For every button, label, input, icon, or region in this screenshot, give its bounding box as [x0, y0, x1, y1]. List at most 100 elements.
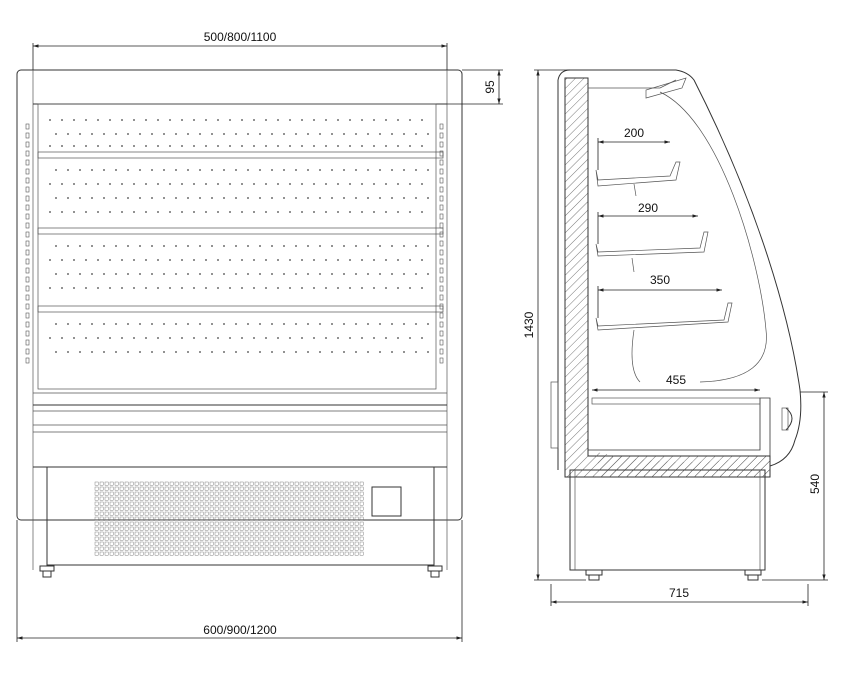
shelf-side-3 [595, 302, 733, 331]
perforation-dot [163, 169, 165, 171]
perforation-dot [379, 323, 381, 325]
vent-hole [269, 501, 274, 506]
perforation-dot [319, 245, 321, 247]
perforation-dot [91, 245, 93, 247]
vent-hole [244, 511, 249, 516]
vent-hole [169, 486, 174, 491]
perforation-dot [409, 145, 411, 147]
vent-hole [144, 516, 149, 521]
vent-hole [249, 491, 254, 496]
perforation-dot [277, 259, 279, 261]
vent-hole [334, 481, 339, 486]
perforation-dot [205, 211, 207, 213]
perforation-dot [235, 133, 237, 135]
vent-hole [149, 496, 154, 501]
perforation-dot [427, 133, 429, 135]
vent-hole [264, 501, 269, 506]
vent-hole [324, 486, 329, 491]
perforation-dot [295, 323, 297, 325]
vent-hole [219, 526, 224, 531]
vent-hole [314, 526, 319, 531]
vent-hole [134, 506, 139, 511]
foot [585, 569, 603, 576]
perforation-dot [343, 133, 345, 135]
perforation-dot [175, 323, 177, 325]
vent-hole [329, 501, 334, 506]
vent-hole [99, 541, 104, 546]
vent-hole [309, 511, 314, 516]
vent-hole [244, 516, 249, 521]
perforation-dot [247, 351, 249, 353]
vent-hole [344, 521, 349, 526]
perforation-dot [325, 337, 327, 339]
vent-hole [304, 546, 309, 551]
perforation-dot [253, 259, 255, 261]
vent-hole [254, 521, 259, 526]
vent-hole [249, 531, 254, 536]
upright-slot [439, 258, 444, 265]
perforation-dot [85, 211, 87, 213]
perforation-dot [193, 145, 195, 147]
vent-hole [139, 526, 144, 531]
perforation-dot [217, 287, 219, 289]
vent-hole [139, 551, 144, 556]
upright-slot [439, 312, 444, 319]
vent-hole [159, 526, 164, 531]
perforation-dot [403, 273, 405, 275]
vent-hole [319, 511, 324, 516]
perforation-dot [157, 337, 159, 339]
vent-hole [334, 536, 339, 541]
perforation-dot [199, 197, 201, 199]
vent-hole [219, 496, 224, 501]
vent-hole [264, 551, 269, 556]
vent-hole [189, 541, 194, 546]
perforation-dot [409, 211, 411, 213]
perforation-dot [211, 351, 213, 353]
vent-hole [309, 551, 314, 556]
vent-hole [149, 551, 154, 556]
perforation-dot [367, 169, 369, 171]
perforation-dot [61, 145, 63, 147]
vent-hole [214, 486, 219, 491]
vent-hole [284, 496, 289, 501]
vent-hole [124, 536, 129, 541]
display-area [37, 103, 437, 390]
vent-hole [284, 531, 289, 536]
vent-hole [104, 521, 109, 526]
perforation-dot [223, 197, 225, 199]
vent-hole [239, 496, 244, 501]
perforation-dot [289, 259, 291, 261]
vent-hole [279, 486, 284, 491]
vent-hole [244, 481, 249, 486]
vent-hole [174, 546, 179, 551]
rear-box [550, 381, 559, 449]
vent-hole [219, 486, 224, 491]
vent-hole [309, 536, 314, 541]
perforation-dot [379, 197, 381, 199]
vent-hole [154, 516, 159, 521]
perforation-dot [205, 259, 207, 261]
perforation-dot [151, 351, 153, 353]
vent-hole [279, 521, 284, 526]
vent-hole [339, 516, 344, 521]
front-handle [785, 407, 793, 431]
vent-hole [144, 546, 149, 551]
perforation-dot [79, 323, 81, 325]
vent-hole [244, 491, 249, 496]
vent-hole [199, 501, 204, 506]
vent-hole [259, 551, 264, 556]
perforation-dot [205, 145, 207, 147]
vent-hole [209, 526, 214, 531]
vent-hole [169, 491, 174, 496]
vent-hole [319, 551, 324, 556]
vent-hole [274, 546, 279, 551]
vent-hole [139, 481, 144, 486]
perforation-dot [265, 211, 267, 213]
vent-hole [344, 536, 349, 541]
vent-hole [224, 481, 229, 486]
perforation-dot [97, 259, 99, 261]
vent-hole [359, 481, 364, 486]
vent-hole [214, 541, 219, 546]
perforation-dot [325, 287, 327, 289]
vent-hole [229, 536, 234, 541]
